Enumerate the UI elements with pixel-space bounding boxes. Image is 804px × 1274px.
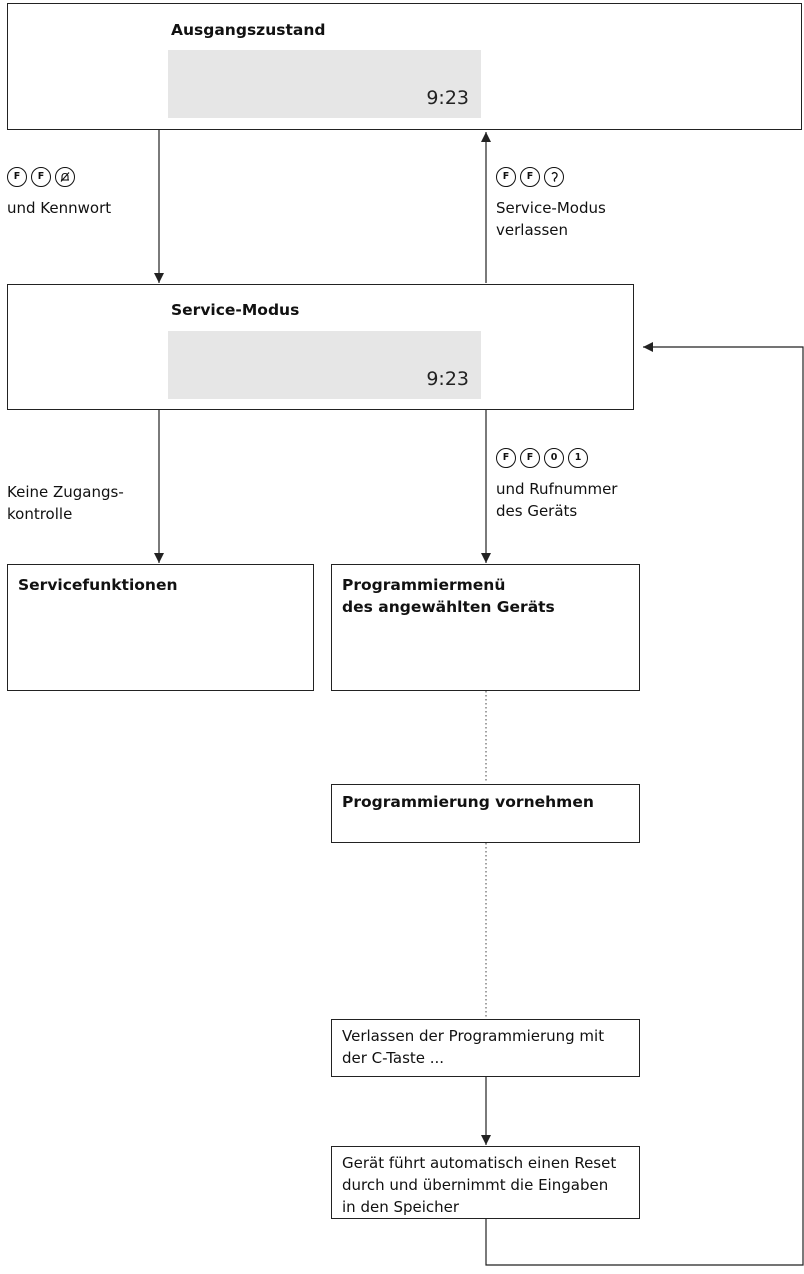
exit-programming-text: Verlassen der Programmierung mit der C-T… bbox=[342, 1025, 631, 1069]
reset-box: Gerät führt automatisch einen Reset durc… bbox=[331, 1146, 640, 1219]
no-access-control-line1: Keine Zugangs- bbox=[7, 483, 124, 501]
select-device-line1: und Rufnummer bbox=[496, 480, 618, 498]
key-f: F bbox=[496, 167, 516, 187]
key-f: F bbox=[7, 167, 27, 187]
exit-programming-box: Verlassen der Programmierung mit der C-T… bbox=[331, 1019, 640, 1077]
leave-service-line1: Service-Modus bbox=[496, 199, 606, 217]
bell-off-icon bbox=[55, 167, 75, 187]
reset-line3: in den Speicher bbox=[342, 1198, 460, 1216]
key-f: F bbox=[496, 448, 516, 468]
initial-state-box: Ausgangszustand 9:23 bbox=[7, 3, 802, 130]
do-programming-title: Programmierung vornehmen bbox=[342, 793, 594, 811]
key-f: F bbox=[520, 448, 540, 468]
service-mode-display: 9:23 bbox=[168, 331, 481, 399]
initial-display-time: 9:23 bbox=[426, 87, 469, 109]
select-device-keys: F F 0 1 bbox=[496, 448, 588, 468]
select-device-label: und Rufnummer des Geräts bbox=[496, 478, 617, 522]
leave-service-line2: verlassen bbox=[496, 221, 568, 239]
service-functions-title: Servicefunktionen bbox=[18, 576, 178, 594]
key-f: F bbox=[520, 167, 540, 187]
exit-programming-line2: der C-Taste ... bbox=[342, 1049, 445, 1067]
program-menu-title: Programmiermenü des angewählten Geräts bbox=[342, 574, 631, 618]
reset-text: Gerät führt automatisch einen Reset durc… bbox=[342, 1152, 631, 1218]
enter-service-keys: F F bbox=[7, 167, 75, 187]
initial-state-title: Ausgangszustand bbox=[171, 21, 326, 39]
key-f: F bbox=[31, 167, 51, 187]
select-device-line2: des Geräts bbox=[496, 502, 578, 520]
do-programming-box: Programmierung vornehmen bbox=[331, 784, 640, 843]
service-mode-display-time: 9:23 bbox=[426, 368, 469, 390]
reset-line1: Gerät führt automatisch einen Reset bbox=[342, 1154, 617, 1172]
initial-display: 9:23 bbox=[168, 50, 481, 118]
exit-programming-line1: Verlassen der Programmierung mit bbox=[342, 1027, 605, 1045]
loop-back-line bbox=[485, 342, 804, 1266]
no-access-control-label: Keine Zugangs- kontrolle bbox=[7, 481, 124, 525]
leave-service-keys: F F bbox=[496, 167, 564, 187]
reset-line2: durch und übernimmt die Eingaben bbox=[342, 1176, 609, 1194]
key-0: 0 bbox=[544, 448, 564, 468]
leave-service-label: Service-Modus verlassen bbox=[496, 197, 606, 241]
program-menu-title-line2: des angewählten Geräts bbox=[342, 598, 555, 616]
handset-icon bbox=[544, 167, 564, 187]
service-mode-title: Service-Modus bbox=[171, 301, 300, 319]
service-functions-box: Servicefunktionen bbox=[7, 564, 314, 691]
key-1: 1 bbox=[568, 448, 588, 468]
enter-service-label: und Kennwort bbox=[7, 199, 112, 217]
program-menu-box: Programmiermenü des angewählten Geräts bbox=[331, 564, 640, 691]
program-menu-title-line1: Programmiermenü bbox=[342, 576, 506, 594]
no-access-control-line2: kontrolle bbox=[7, 505, 73, 523]
service-mode-box: Service-Modus 9:23 bbox=[7, 284, 634, 410]
